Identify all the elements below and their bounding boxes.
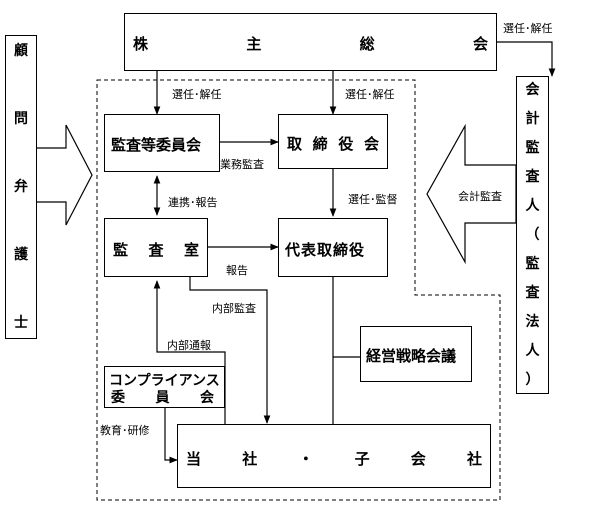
accounting-auditor-char: 監: [525, 140, 540, 156]
accounting-auditor-char: 会: [525, 82, 540, 98]
audit-committee-box: 監査等委員会: [104, 114, 220, 172]
audit-office-char: 査: [148, 241, 164, 259]
arrow-internal-audit: [189, 277, 271, 424]
compliance-committee-line2: 委員会: [111, 387, 214, 407]
group-companies-char: 社: [242, 450, 258, 468]
board-char: 役: [338, 135, 354, 153]
management-strategy-label: 経営戦略会議: [366, 347, 457, 365]
compliance-committee-char: 会: [200, 390, 214, 406]
accounting-auditor-char: 人: [525, 198, 540, 214]
group-companies-char: 会: [410, 450, 426, 468]
representative-director-box: 代表取締役: [278, 218, 388, 277]
board-box: 取締役会: [278, 114, 388, 169]
legal-advisor-char: 弁: [14, 179, 28, 195]
accounting-auditor-char: ）: [525, 372, 540, 388]
edge-label-internal-audit: 内部監査: [212, 302, 256, 315]
arrow-education: [164, 408, 178, 464]
group-companies-char: ・: [298, 450, 314, 468]
legal-advisor-char: 護: [14, 247, 28, 263]
accounting-auditor-char: 計: [525, 111, 540, 127]
edge-label-coordination: 連携･報告: [168, 196, 218, 209]
audit-office-box: 監査室: [104, 218, 208, 277]
accounting-auditor-char: 監: [525, 256, 540, 272]
edge-label-appoint-supervise: 選任･監督: [348, 193, 398, 206]
audit-office-char: 監: [113, 241, 129, 259]
edge-label-business-audit: 業務監査: [220, 158, 264, 171]
group-companies-char: 子: [354, 450, 370, 468]
edge-label-appoint-auditor: 選任･解任: [503, 22, 553, 35]
board-char: 取: [287, 135, 303, 153]
group-companies-char: 当: [186, 450, 202, 468]
legal-advisor-char: 問: [14, 111, 28, 127]
legal-advisor-box: 顧問弁護士: [5, 35, 37, 339]
audit-office-char: 室: [183, 241, 199, 259]
group-companies-box: 当 社 ・ 子 会 社: [177, 424, 491, 488]
edge-label-appoint-committee: 選任･解任: [172, 88, 222, 101]
legal-advisor-char: 士: [14, 315, 28, 331]
accounting-auditor-box: 会計監査人（監査法人）: [516, 76, 549, 394]
edge-label-accounting-audit: 会計監査: [458, 190, 502, 203]
legal-advisor-label: 顧問弁護士: [6, 44, 36, 330]
compliance-committee-line1: コンプライアンス: [109, 373, 220, 389]
edge-label-internal-reporting: 内部通報: [167, 339, 211, 352]
company-boundary: [96, 79, 501, 501]
arrow-shareholders-to-auditor: [497, 41, 556, 77]
edge-label-education: 教育･研修: [100, 424, 150, 437]
shareholders-meeting-box: 株主総会: [124, 13, 497, 71]
shareholders-meeting-label: 株主総会: [133, 33, 488, 54]
representative-director-label: 代表取締役: [285, 241, 366, 259]
legal-advisor-char: 顧: [14, 43, 28, 59]
accounting-auditor-char: 査: [525, 285, 540, 301]
edge-label-report: 報告: [226, 264, 248, 277]
accounting-auditor-char: 査: [525, 169, 540, 185]
board-label: 取締役会: [287, 133, 379, 154]
arrow-internal-reporting: [153, 280, 226, 424]
accounting-auditor-char: 人: [525, 343, 540, 359]
auditor-hollow-arrow: [426, 123, 517, 265]
board-char: 締: [312, 135, 328, 153]
accounting-auditor-char: （: [525, 227, 540, 243]
group-companies-label: 当 社 ・ 子 会 社: [186, 448, 482, 469]
shareholders-meeting-char: 主: [246, 35, 262, 53]
board-char: 会: [363, 135, 379, 153]
shareholders-meeting-char: 株: [133, 35, 149, 53]
edge-label-appoint-board: 選任･解任: [345, 88, 395, 101]
management-strategy-box: 経営戦略会議: [360, 326, 472, 382]
accounting-auditor-label: 会計監査人（監査法人）: [517, 83, 548, 387]
shareholders-meeting-char: 会: [472, 35, 488, 53]
compliance-committee-box: コンプライアンス 委 員 会: [104, 366, 225, 408]
audit-committee-label: 監査等委員会: [111, 136, 202, 154]
group-companies-char: 社: [466, 450, 482, 468]
compliance-committee-char: 員: [155, 390, 170, 406]
compliance-committee-char: 委: [111, 390, 125, 406]
accounting-auditor-char: 法: [525, 314, 540, 330]
shareholders-meeting-char: 総: [359, 35, 375, 53]
audit-office-label: 監査室: [113, 239, 199, 260]
advisor-hollow-arrow: [34, 124, 93, 226]
